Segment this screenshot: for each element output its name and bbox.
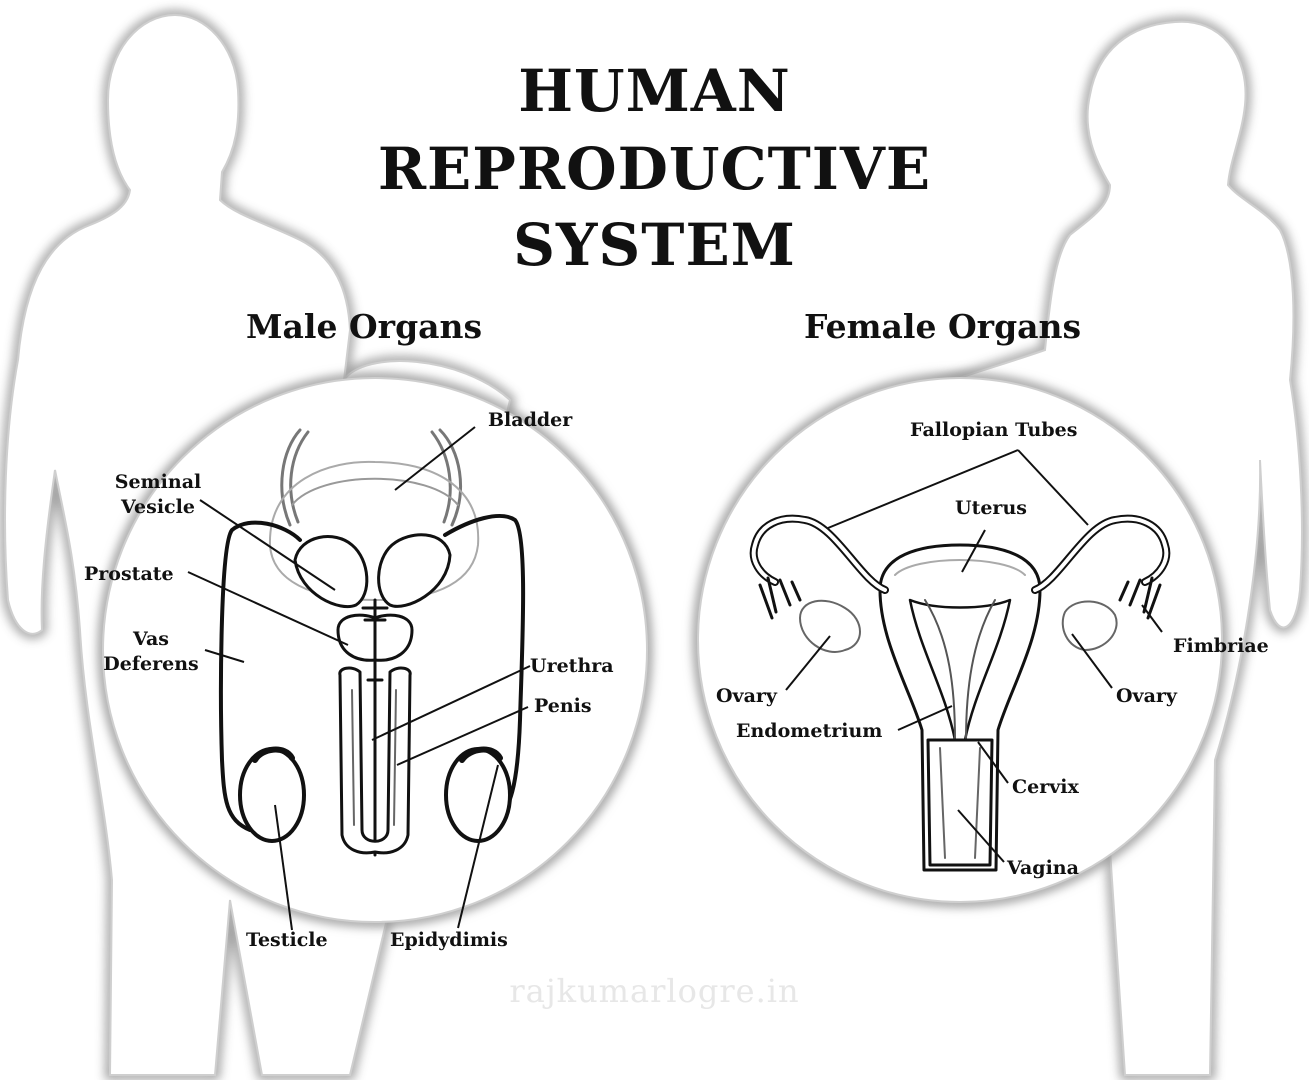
label-epididymis: Epidydimis: [390, 929, 508, 951]
label-cervix: Cervix: [1012, 776, 1079, 798]
label-vagina: Vagina: [1007, 857, 1079, 879]
female-organs-drawing: [749, 514, 1171, 872]
label-vas-deferens-line2: Deferens: [103, 652, 199, 675]
label-ovary-right: Ovary: [1116, 685, 1177, 707]
label-prostate: Prostate: [84, 563, 174, 585]
label-testicle: Testicle: [246, 929, 328, 951]
watermark: rajkumarlogre.in: [509, 972, 800, 1010]
label-vas-deferens-line1: Vas: [132, 628, 169, 650]
male-leader-lines: [187, 426, 531, 931]
male-organs-heading: Male Organs: [246, 307, 483, 346]
male-organs-drawing: [219, 428, 526, 857]
title-line-1: HUMAN: [518, 57, 791, 125]
label-fallopian-tubes: Fallopian Tubes: [910, 419, 1078, 441]
label-endometrium: Endometrium: [736, 720, 883, 742]
female-leader-lines: [785, 449, 1163, 863]
label-urethra: Urethra: [530, 655, 614, 677]
label-fimbriae: Fimbriae: [1173, 635, 1269, 657]
label-seminal-vesicle-line1: Seminal: [114, 471, 202, 493]
label-penis: Penis: [534, 695, 592, 717]
title-line-3: SYSTEM: [513, 211, 796, 279]
label-uterus: Uterus: [955, 497, 1027, 519]
label-seminal-vesicle: Seminal Vesicle: [108, 470, 208, 519]
label-seminal-vesicle-line2: Vesicle: [121, 495, 195, 518]
label-bladder: Bladder: [488, 409, 573, 431]
label-vas-deferens: Vas Deferens: [96, 627, 206, 676]
female-organs-heading: Female Organs: [804, 307, 1082, 346]
title-line-2: REPRODUCTIVE: [377, 135, 932, 203]
label-ovary-left: Ovary: [716, 685, 777, 707]
